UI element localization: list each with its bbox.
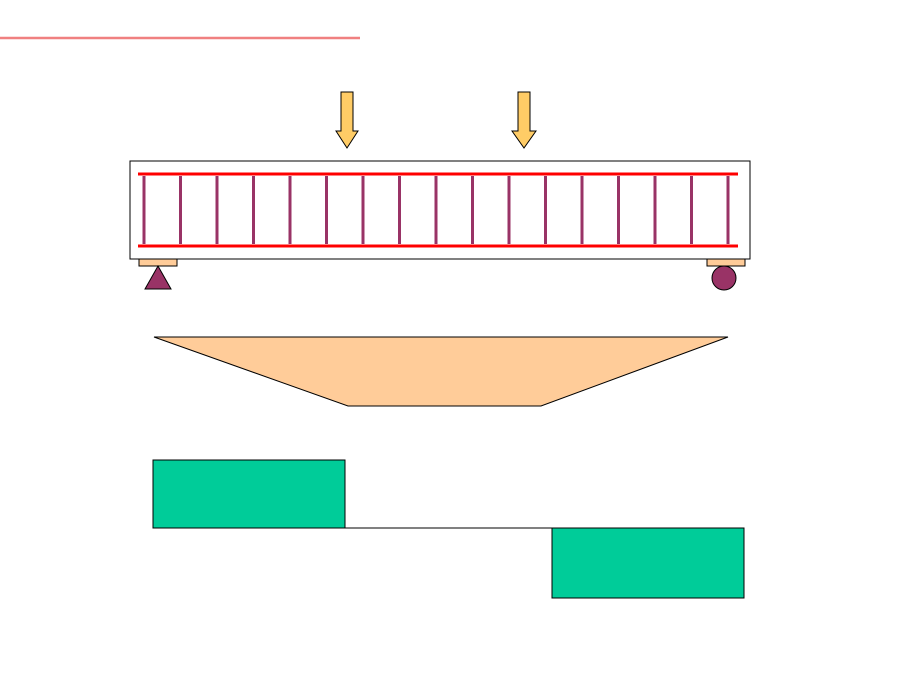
left-support: [138, 258, 178, 290]
shear-diagram: [152, 459, 745, 599]
shear-block-positive: [152, 459, 346, 529]
pin-support-triangle: [144, 264, 172, 290]
moment-diagram: [153, 336, 729, 407]
load-arrow-right: [511, 91, 537, 149]
right-bearing-pad: [706, 258, 746, 267]
load-arrows: [335, 91, 537, 149]
right-support: [706, 258, 746, 291]
stirrups: [142, 176, 730, 244]
beam-outline: [129, 160, 751, 260]
load-arrow-left: [335, 91, 359, 149]
left-bearing-pad: [138, 258, 178, 267]
shear-block-negative: [551, 527, 745, 599]
beam: [129, 160, 751, 260]
roller-support-circle: [711, 265, 737, 291]
